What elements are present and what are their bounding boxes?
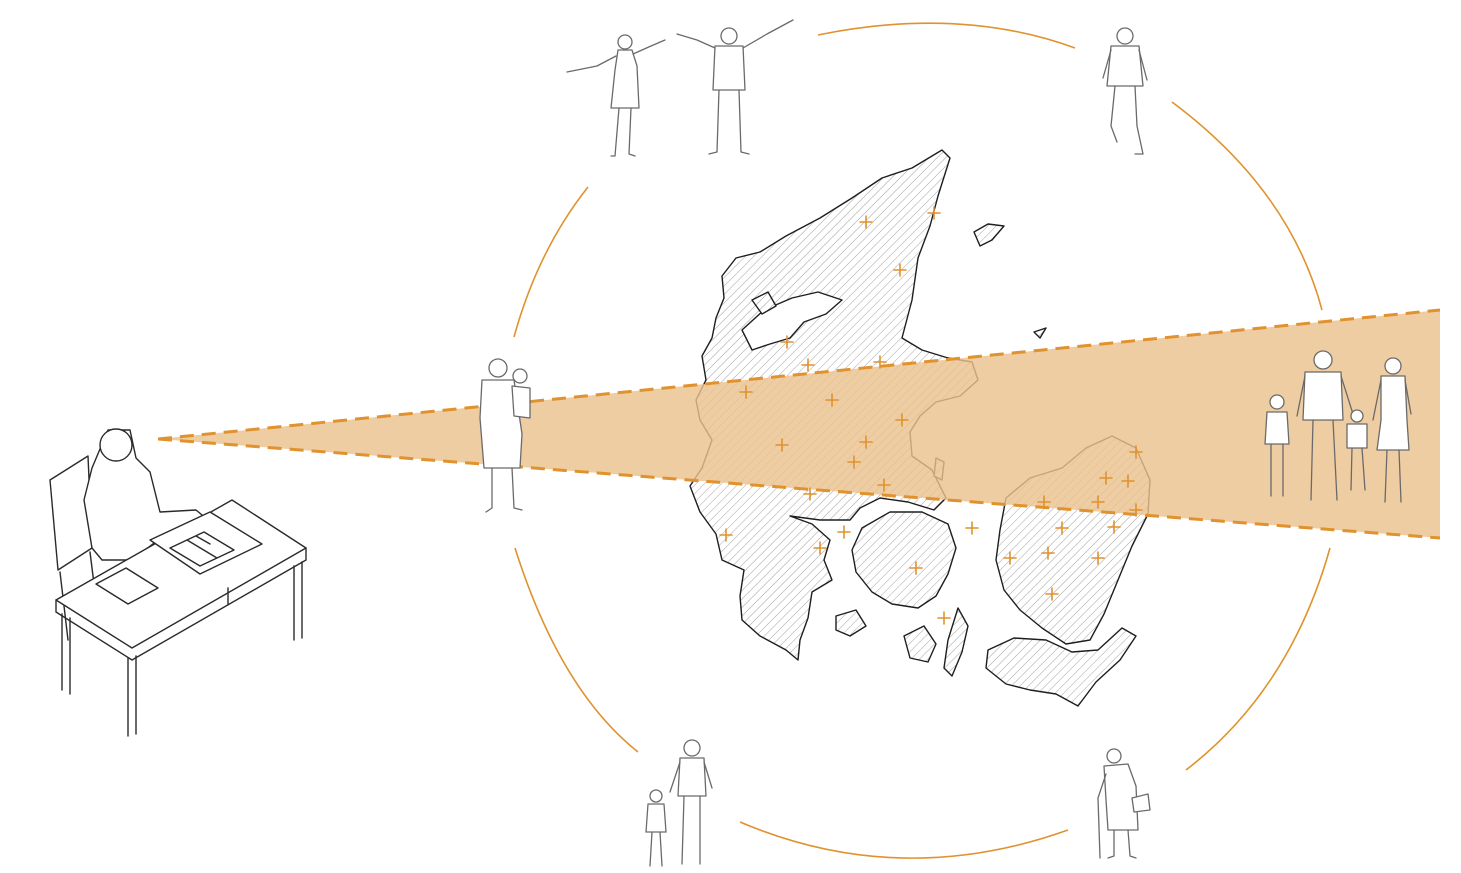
southfyn-islet <box>904 626 936 662</box>
parent-holding-child-figure <box>480 359 530 512</box>
man-walking-figure <box>1103 28 1147 154</box>
couple-dancing-figures <box>567 20 793 156</box>
laeso-island <box>974 224 1004 246</box>
elderly-woman-with-cane-figure <box>1098 749 1150 858</box>
child-walking-figure <box>646 790 666 866</box>
alsen-island <box>836 610 866 636</box>
site-marker-plus-icon <box>838 526 850 538</box>
site-marker-plus-icon <box>938 612 950 624</box>
man-dancing-figure <box>677 20 793 154</box>
seated-person-head <box>100 429 132 461</box>
person-at-desk <box>50 429 306 736</box>
anholt-island <box>1034 328 1046 338</box>
fyn-island <box>852 512 956 608</box>
mother-walking-figure <box>670 740 712 864</box>
mother-and-child-figures <box>646 740 712 866</box>
site-marker-plus-icon <box>966 522 978 534</box>
woman-dancing-figure <box>567 35 665 156</box>
